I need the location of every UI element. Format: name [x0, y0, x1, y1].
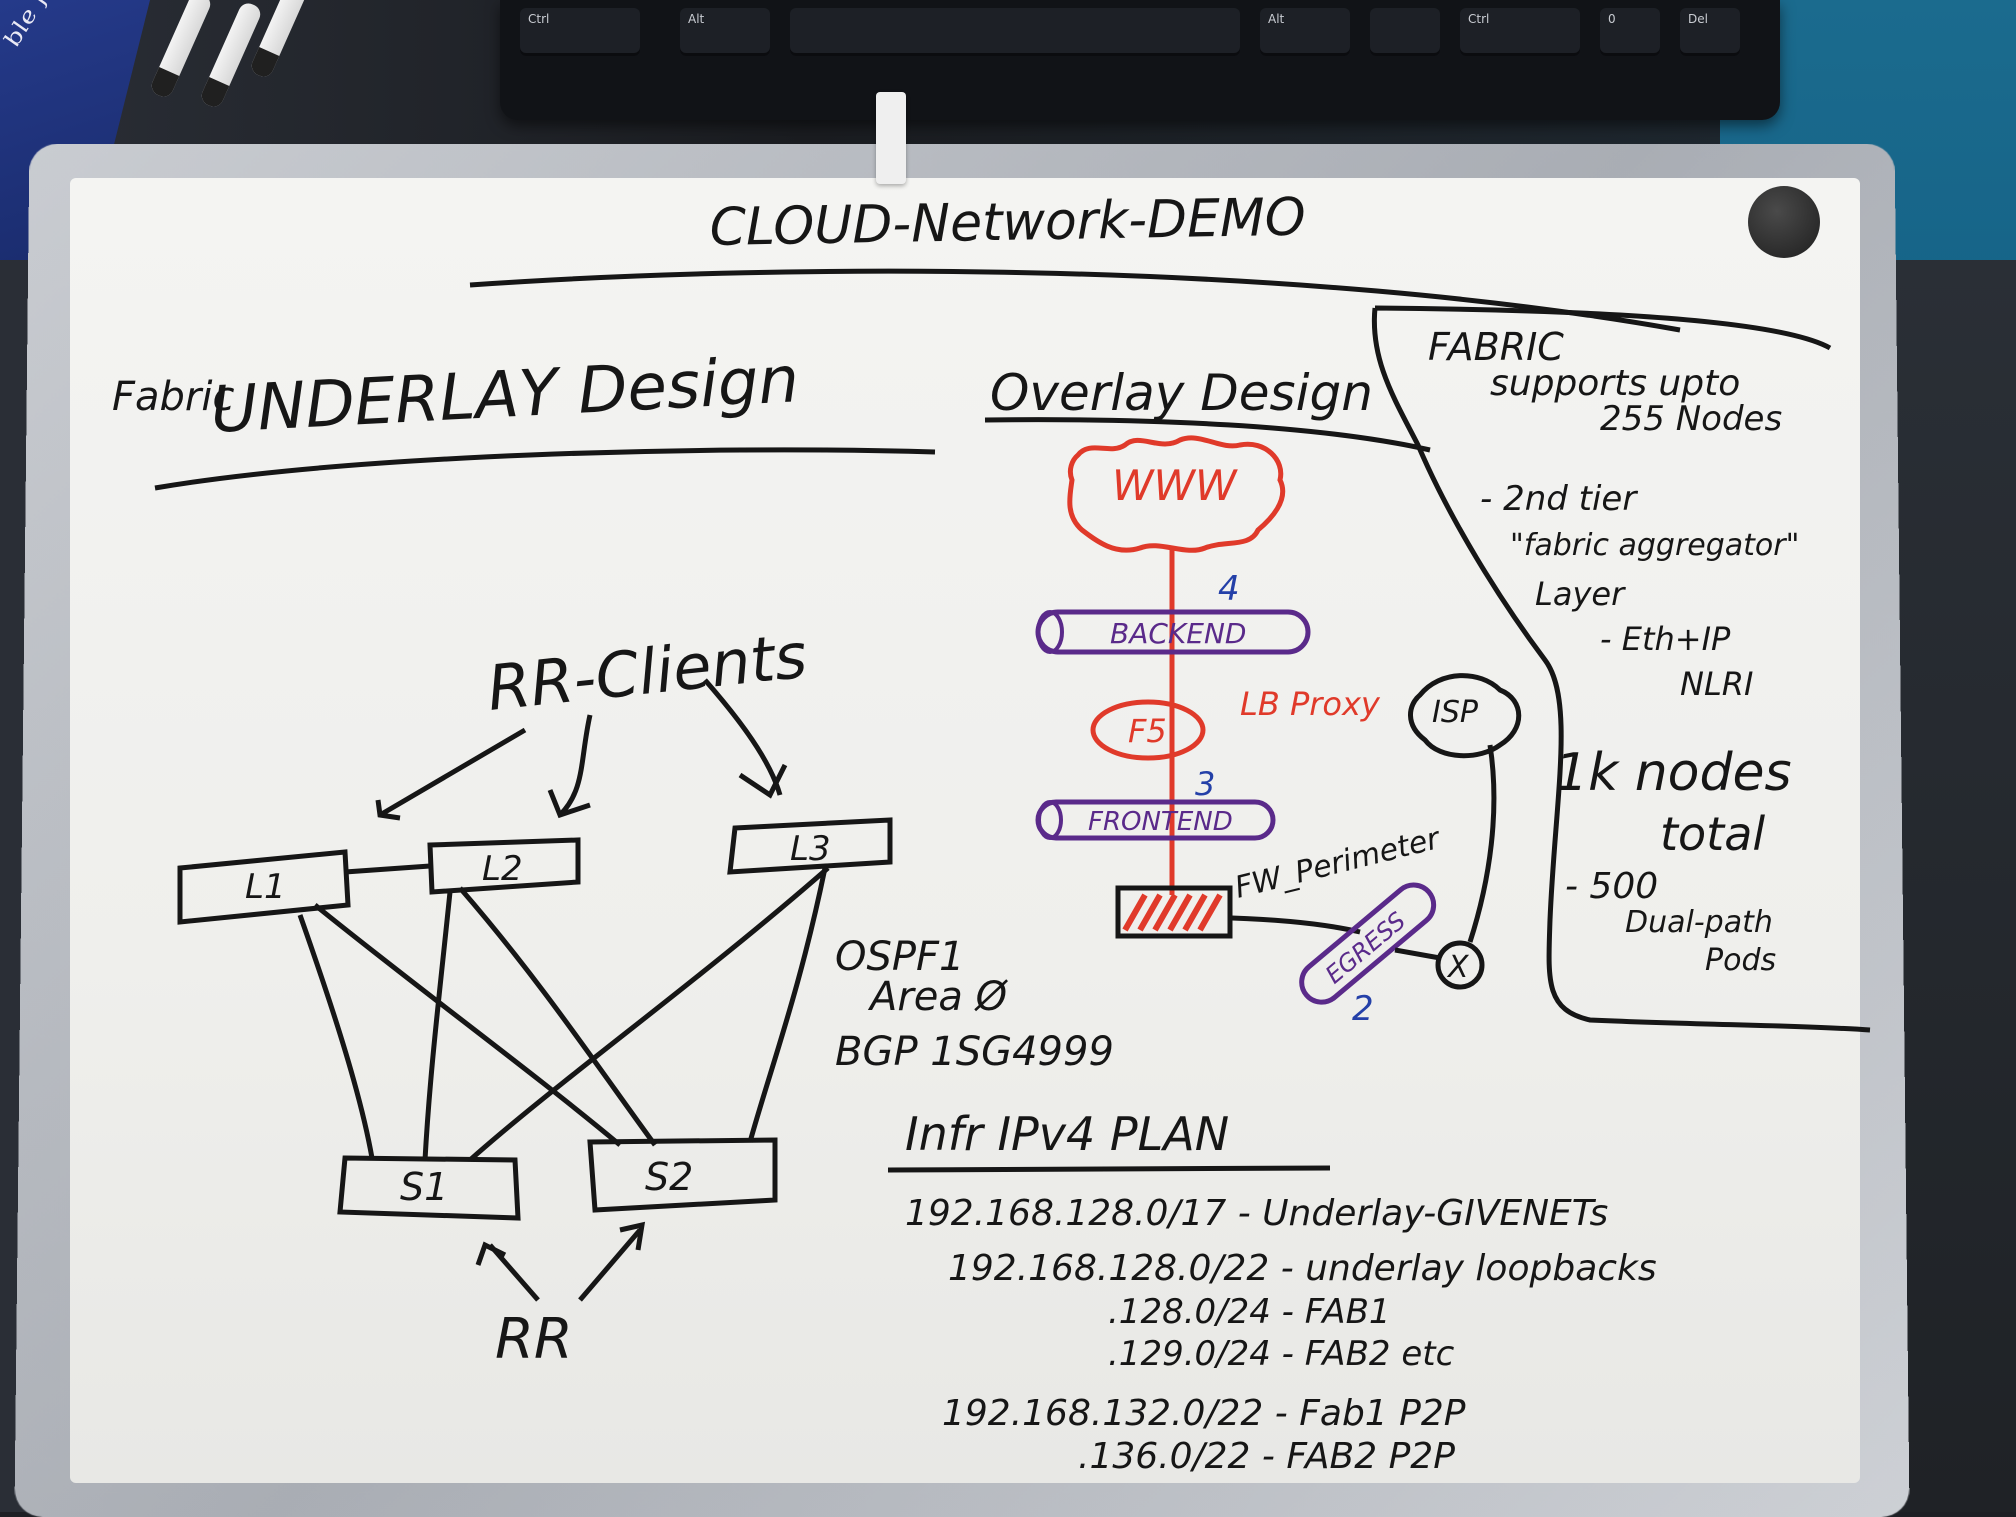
fabric-note-4: "fabric aggregator": [1510, 528, 1799, 563]
ip-plan-underline: [887, 1165, 1331, 1173]
frontend-label: FRONTEND: [1088, 807, 1233, 837]
magnet: [1748, 186, 1820, 258]
isp-cloud: ISP: [1408, 673, 1522, 759]
key-alt: Alt: [680, 8, 770, 56]
arrow-head: [619, 1221, 646, 1251]
fw-to-egress-link: [1231, 915, 1361, 935]
ip-plan-line-5: .136.0/22 - FAB2 P2P: [1078, 1436, 1455, 1477]
key-zero: 0: [1600, 8, 1660, 56]
overlay-heading: Overlay Design: [990, 364, 1373, 422]
key-del: Del: [1680, 8, 1740, 56]
fabric-note-7: NLRI: [1680, 665, 1753, 703]
key-alt: Alt: [1260, 8, 1350, 56]
x-mark: X: [1446, 950, 1470, 985]
rr-label: RR: [495, 1307, 573, 1372]
www-label: WWW: [1112, 461, 1238, 510]
title-underline: [469, 268, 1681, 333]
num-3: 3: [1195, 765, 1215, 803]
rr-clients-label: RR-Clients: [484, 619, 810, 725]
arrow-head: [547, 789, 591, 819]
protocol-bgp: BGP 1SG4999: [835, 1029, 1114, 1075]
ip-plan-heading: Infr IPv4 PLAN: [905, 1107, 1229, 1161]
fabric-note-0: FABRIC: [1428, 325, 1564, 369]
spine-s2: S2: [587, 1137, 778, 1213]
fabric-note-12: Pods: [1705, 943, 1776, 978]
fabric-note-2: 255 Nodes: [1600, 399, 1782, 439]
x-to-isp-link: [1467, 744, 1497, 943]
leaf-l1-label: L1: [245, 867, 286, 907]
key-ctrl: Ctrl: [1460, 8, 1580, 56]
egress-to-x-link: [1394, 947, 1441, 961]
ip-plan-line-1: 192.168.128.0/22 - underlay loopbacks: [948, 1248, 1657, 1289]
protocol-ospf: OSPF1: [835, 934, 964, 980]
ip-plan-line-2: .128.0/24 - FAB1: [1108, 1292, 1391, 1332]
key-menu: [1370, 8, 1440, 56]
fabric-note-1: supports upto: [1490, 363, 1740, 404]
whiteboard-surface: [70, 178, 1860, 1483]
arrow-to-l2: [558, 714, 593, 817]
internet-cloud: WWW: [1067, 435, 1286, 553]
key-space: [790, 8, 1240, 56]
arrow-to-l1: [378, 727, 527, 818]
arrow-head: [375, 799, 401, 821]
fabric-note-9: total: [1660, 807, 1765, 861]
firewall: [1115, 885, 1233, 939]
f5-load-balancer: F5: [1090, 699, 1206, 761]
backend-segment: BACKEND: [1035, 609, 1311, 655]
arrow-head: [475, 1241, 507, 1266]
board-title: CLOUD-Network-DEMO: [709, 188, 1306, 258]
whiteboard-hook: [876, 92, 906, 184]
fabric-note-8: 1k nodes: [1555, 743, 1792, 803]
key-ctrl: Ctrl: [520, 8, 640, 56]
fabric-note-6: - Eth+IP: [1600, 620, 1731, 658]
underlay-heading: UNDERLAY Design: [209, 343, 801, 448]
leaf-l3: L3: [727, 817, 893, 875]
protocol-area: Area Ø: [867, 974, 1009, 1020]
num-2: 2: [1352, 989, 1374, 1029]
backend-label: BACKEND: [1110, 617, 1246, 650]
leaf-l3-label: L3: [790, 829, 831, 869]
underlay-underline: [154, 447, 936, 491]
fabric-links: [297, 866, 830, 1162]
overlay-underline: [984, 417, 1431, 453]
fabric-note-5: Layer: [1535, 575, 1626, 613]
isp-label: ISP: [1432, 695, 1479, 730]
leaf-l1: L1: [177, 849, 351, 925]
frontend-segment: FRONTEND: [1035, 799, 1276, 841]
arrow-rr-s2: [578, 1228, 642, 1302]
keyboard: Ctrl Alt Alt Ctrl 0 Del: [500, 0, 1780, 120]
fabric-notes-outline: [1371, 305, 1871, 1033]
ip-plan-line-4: 192.168.132.0/22 - Fab1 P2P: [942, 1393, 1466, 1434]
num-4: 4: [1218, 569, 1240, 609]
arrow-head: [738, 763, 788, 799]
ip-plan-line-3: .129.0/24 - FAB2 etc: [1108, 1334, 1455, 1374]
ip-plan-line-0: 192.168.128.0/17 - Underlay-GIVENETs: [905, 1193, 1608, 1234]
leaf-l2: L2: [427, 837, 581, 895]
fabric-note-11: Dual-path: [1625, 905, 1773, 940]
spine-s2-label: S2: [645, 1155, 693, 1199]
underlay-prefix: Fabric: [112, 374, 234, 420]
leaf-l2-label: L2: [482, 849, 523, 889]
fabric-note-10: - 500: [1565, 866, 1658, 907]
spine-s1-label: S1: [400, 1165, 448, 1209]
spine-s1: S1: [337, 1155, 521, 1221]
lb-proxy-label: LB Proxy: [1240, 685, 1381, 723]
f5-label: F5: [1128, 712, 1167, 750]
router-x: X: [1435, 940, 1485, 990]
link-l1-l2: [344, 863, 431, 875]
fabric-note-3: - 2nd tier: [1480, 479, 1638, 519]
